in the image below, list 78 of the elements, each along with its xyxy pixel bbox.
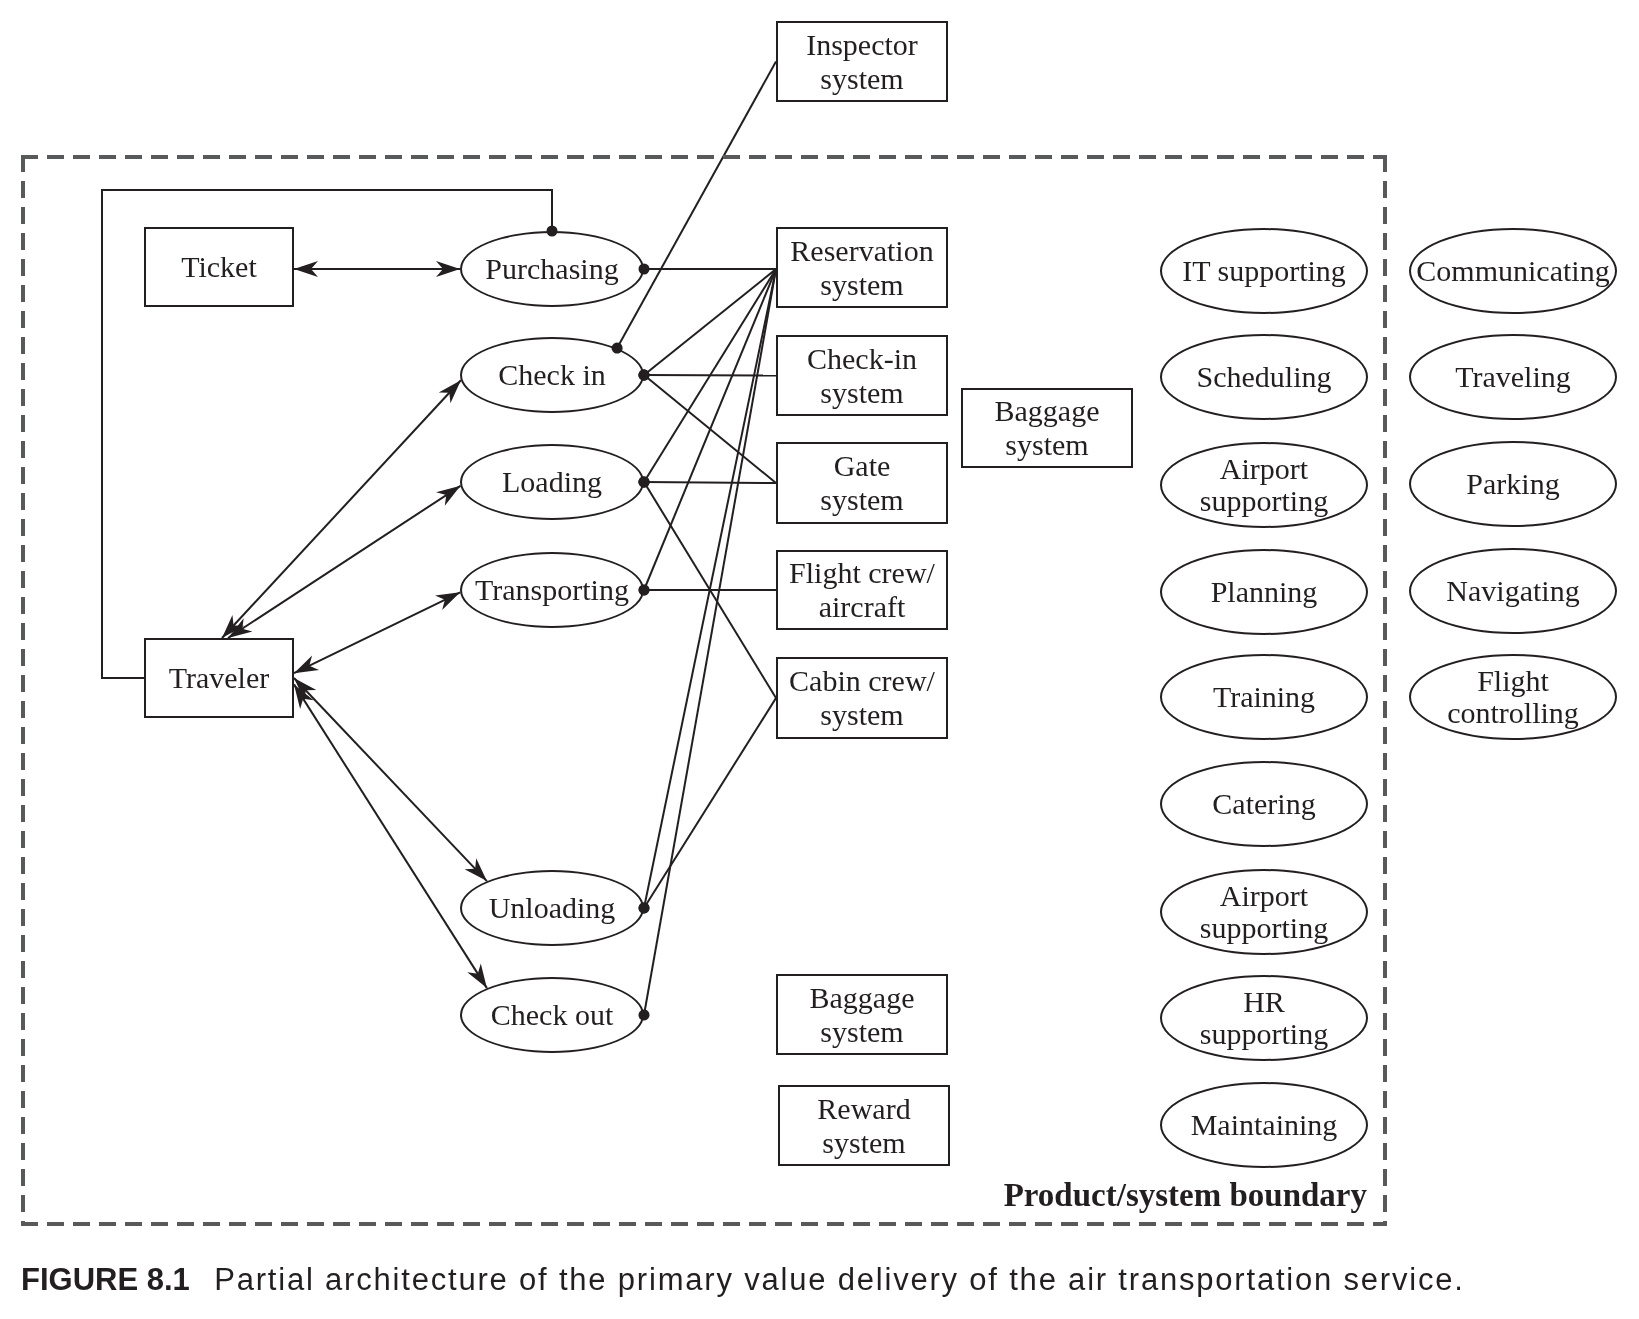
node-label: Check-in system [806,341,918,410]
node-label: Loading [502,466,602,498]
double-headed-arrow [221,379,462,639]
dot-ended-line [611,60,777,354]
double-headed-arrow [293,683,488,990]
entity-box [776,550,948,630]
node-label: Planning [1210,576,1318,608]
function-ellipse [1160,761,1368,847]
entity-box [776,657,948,739]
node-label: Unloading [488,892,616,924]
node-label: Baggage system [808,980,916,1049]
entity-box [776,442,948,524]
dot-ended-line [101,189,558,679]
node-label: Training [1212,681,1316,713]
entity-box [961,388,1133,468]
node-label: Gate system [819,449,905,517]
entity-box [776,21,948,102]
function-ellipse [1160,975,1368,1061]
node-label: Communicating [1416,255,1610,287]
double-headed-arrow [293,591,462,675]
node-label: IT supporting [1182,255,1346,287]
node-label: Reservation system [789,233,935,302]
function-ellipse [460,444,644,520]
function-ellipse [1160,654,1368,740]
function-ellipse [1409,441,1617,527]
node-label: Transporting [475,574,629,606]
dot-ended-line [638,697,777,914]
node-label: Inspector system [805,27,919,96]
function-ellipse [460,337,644,413]
node-label: Reward system [816,1091,912,1160]
node-label: Check in [498,359,606,391]
node-label: Baggage system [993,394,1101,462]
entity-box [778,1085,950,1166]
function-ellipse [1160,549,1368,635]
node-label: Ticket [181,250,257,284]
entity-box [144,638,294,718]
node-label: Check out [490,999,614,1031]
node-label: Flight controlling [1446,665,1580,729]
node-label: Airport supporting [1198,880,1330,944]
figure-caption: FIGURE 8.1 Partial architecture of the primary value delivery of the air transportation service. [21,1261,1465,1299]
dot-ended-line [638,263,777,275]
node-label: Cabin crew/ system [788,664,936,732]
function-ellipse [1409,654,1617,740]
function-ellipse [1160,1082,1368,1168]
dot-ended-line [638,584,777,596]
node-label: Scheduling [1196,361,1332,393]
node-label: HR supporting [1198,986,1330,1050]
node-label: Parking [1466,468,1560,500]
node-label: Traveler [168,661,270,695]
node-label: Navigating [1446,575,1580,607]
dot-ended-line [638,476,777,699]
node-label: Maintaining [1190,1109,1338,1141]
function-ellipse [1409,334,1617,420]
entity-box [144,227,294,307]
node-label: Flight crew/ aircraft [788,556,936,624]
node-label: Catering [1212,788,1316,820]
node-label: Airport supporting [1198,453,1330,517]
dot-ended-line [638,369,777,484]
node-label: Traveling [1455,361,1571,393]
function-ellipse [460,231,644,307]
function-ellipse [1160,442,1368,528]
entity-box [776,974,948,1055]
entity-box [776,227,948,308]
function-ellipse [1160,334,1368,420]
function-ellipse [460,977,644,1053]
function-ellipse [460,552,644,628]
entity-box [776,335,948,416]
boundary-region [21,155,1387,1226]
double-headed-arrow [293,677,488,883]
node-label: Purchasing [485,253,619,285]
function-ellipse [1160,869,1368,955]
function-ellipse [1409,228,1617,314]
function-ellipse [460,870,644,946]
double-headed-arrow [293,261,461,277]
function-ellipse [1409,548,1617,634]
double-headed-arrow [227,484,462,639]
boundary-label: Product/system boundary [1003,1176,1367,1214]
function-ellipse [1160,228,1368,314]
